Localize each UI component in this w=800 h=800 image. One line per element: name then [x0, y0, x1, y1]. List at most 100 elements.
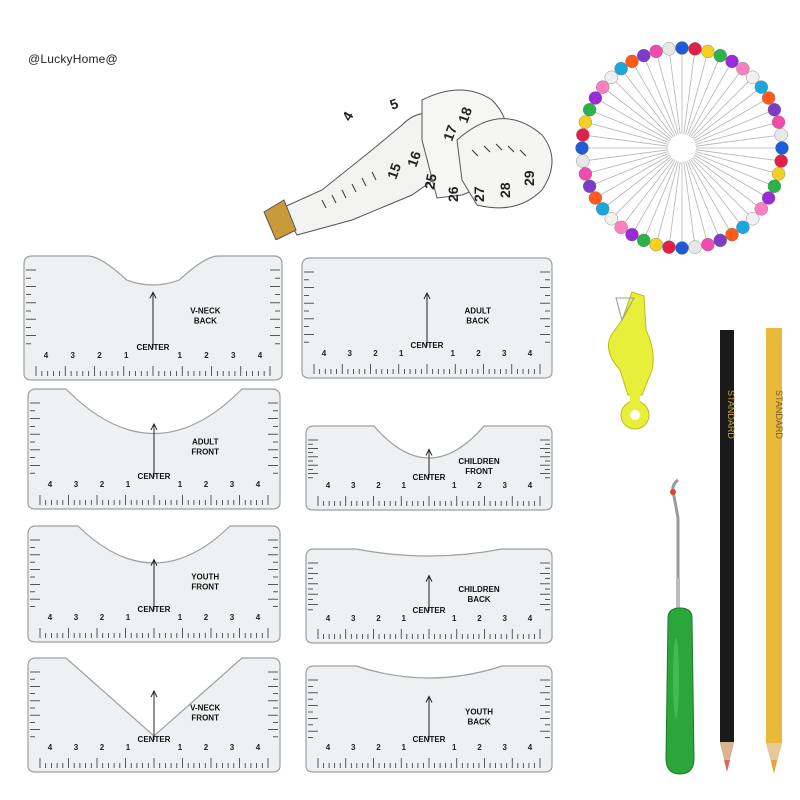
pin-needle [692, 156, 762, 210]
pin-needle [589, 109, 670, 144]
ruler-tick-label: 3 [351, 743, 356, 752]
pin-needle [668, 161, 681, 248]
pin-head [595, 202, 610, 216]
pin-head [595, 80, 610, 94]
ruler-tick-label: 4 [528, 743, 533, 752]
pin-head [578, 167, 593, 181]
pin-head [575, 141, 589, 155]
ruler-name-line1: ADULT [465, 306, 492, 315]
pin-needle [685, 51, 709, 135]
ruler-arrow [425, 695, 433, 703]
pin-needle [688, 61, 733, 137]
ruler-tick-label: 4 [326, 743, 331, 752]
ruler-tick-label: 3 [351, 481, 356, 490]
ruler-name-line1: YOUTH [191, 573, 219, 582]
ruler-tick-label: 2 [204, 480, 209, 489]
pin-head [675, 241, 689, 255]
ruler-tick-label: 3 [74, 743, 79, 752]
ruler-tick-label: 2 [204, 351, 209, 360]
ruler-center-label: CENTER [413, 473, 446, 482]
pin-needle [620, 68, 674, 138]
pin-needle [582, 149, 669, 162]
ruler-tick-label: 4 [48, 743, 53, 752]
ruler-name-line2: BACK [467, 718, 490, 727]
pin-head [588, 191, 603, 205]
needle-threader-icon [598, 290, 668, 440]
tape-number: 26 [445, 186, 461, 202]
pin-head [771, 167, 786, 181]
ruler-arrow [423, 291, 431, 300]
pin-needle [694, 152, 775, 187]
ruler-tick-label: 3 [503, 743, 508, 752]
pin-head [649, 44, 663, 59]
pin-needle [695, 121, 779, 145]
pin-needle [692, 86, 762, 140]
ruler-tick-label: 4 [256, 743, 261, 752]
ruler-name-line2: FRONT [191, 714, 219, 723]
pin-needle [693, 97, 769, 142]
ruler-name-line1: V-NECK [190, 306, 220, 315]
ruler-tick-label: 3 [230, 743, 235, 752]
pin-needle [655, 161, 679, 245]
ruler-tick-label: 4 [326, 481, 331, 490]
tape-number: 15 [384, 161, 404, 181]
pin-head [688, 240, 702, 254]
pin-needle [695, 149, 782, 162]
pin-head [746, 70, 760, 84]
ruler-center-label: CENTER [413, 606, 446, 615]
pin-needle [694, 109, 775, 144]
pin-needle [690, 68, 744, 138]
ruler-tick-label: 2 [376, 614, 381, 623]
ruler-center-label: CENTER [138, 472, 171, 481]
ruler-center-label: CENTER [411, 341, 444, 350]
ruler-tick-label: 1 [126, 743, 131, 752]
pin-needle [602, 86, 672, 140]
ruler-tick-label: 3 [351, 614, 356, 623]
ruler-tick-label: 4 [326, 614, 331, 623]
pin-needle [690, 158, 744, 228]
ruler-tick-label: 4 [258, 351, 263, 360]
pin-head [582, 103, 597, 117]
ruler-tick-label: 1 [178, 613, 183, 622]
ruler-name-line1: V-NECK [190, 704, 220, 713]
pin-needle [620, 158, 674, 228]
tape-number: 27 [471, 186, 487, 202]
ruler-tick-label: 1 [178, 480, 183, 489]
pin-head [767, 103, 782, 117]
ruler-center-label: CENTER [138, 605, 171, 614]
pin-needle [695, 151, 779, 175]
ruler-tick-label: 2 [204, 613, 209, 622]
pin-head [725, 227, 739, 242]
ruler-tick-label: 3 [230, 613, 235, 622]
pin-needle [695, 134, 782, 147]
ruler-tick-label: 1 [178, 743, 183, 752]
pin-head [637, 48, 651, 63]
ruler-name-line1: CHILDREN [458, 585, 500, 594]
ruler-tick-label: 2 [97, 351, 102, 360]
pin-needle [691, 157, 753, 219]
ruler-tick-label: 3 [348, 349, 353, 358]
pencil-brand: STANDARD [774, 390, 784, 439]
ruler-tick-label: 3 [71, 351, 76, 360]
pin-head [761, 91, 776, 105]
pin-needle [582, 134, 669, 147]
ruler-arrow [149, 291, 157, 299]
ruler-tick-label: 2 [204, 743, 209, 752]
pin-head [736, 61, 750, 76]
pin-head [701, 44, 715, 59]
ruler-tick-label: 3 [502, 349, 507, 358]
ruler-tick-label: 1 [452, 481, 457, 490]
chalk-pencil-icon: STANDARD [712, 330, 746, 780]
measuring-tape-icon: 4 5 15 16 17 18 25 26 27 28 29 [262, 80, 562, 241]
pin-needle [691, 77, 753, 139]
ruler-tick-label: 4 [48, 613, 53, 622]
ruler-tick-label: 2 [477, 743, 482, 752]
pin-needle [688, 159, 733, 235]
pin-needle [585, 151, 669, 175]
pin-head [775, 141, 789, 155]
